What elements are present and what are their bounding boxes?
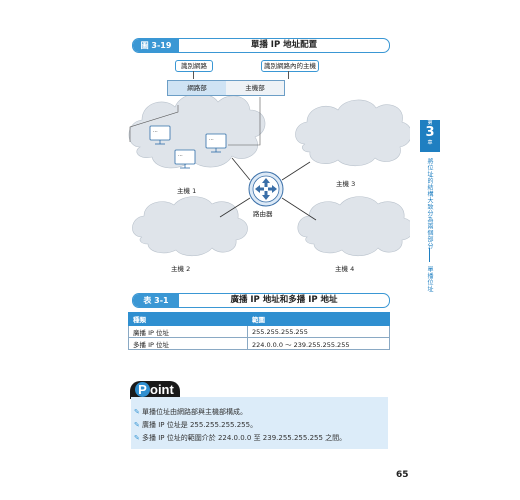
host1-label: 主機 1 xyxy=(177,187,197,195)
table-header-cell: 範圍 xyxy=(247,312,390,326)
link-host1 xyxy=(231,157,251,181)
point-item-text: 單播位址由網路部與主機部構成。 xyxy=(142,408,247,416)
table-cell: 255.255.255.255 xyxy=(247,325,390,338)
host-part-pointer xyxy=(228,97,261,146)
network-part-bracket xyxy=(129,105,179,142)
callout-line xyxy=(288,71,289,79)
chapter-prefix: 第 xyxy=(427,120,433,126)
table-header-frame xyxy=(132,293,390,308)
monitor-text: ... xyxy=(178,152,183,158)
network-part-box: 網路部 xyxy=(167,80,227,96)
host3-label: 主機 3 xyxy=(336,180,356,188)
point-box xyxy=(131,397,388,449)
table-header-cell: 種類 xyxy=(128,312,248,326)
point-label-rest: oint xyxy=(150,382,174,397)
host-part-box: 主機部 xyxy=(226,80,285,96)
table-tag: 表 3-1 xyxy=(133,294,179,307)
monitor-icon xyxy=(205,133,227,153)
figure-header-frame xyxy=(132,38,390,53)
callout-network: 識別網路 xyxy=(175,60,213,72)
router-icon xyxy=(248,171,284,207)
chapter-suffix: 章 xyxy=(427,140,433,146)
figure-title: 單播 IP 地址配置 xyxy=(250,40,318,50)
point-item: ✎廣播 IP 位址是 255.255.255.255。 xyxy=(134,420,257,430)
link-host4 xyxy=(281,197,317,221)
monitor-text: ... xyxy=(153,128,158,134)
vertical-divider xyxy=(429,248,430,262)
point-item-text: 多播 IP 位址的範圍介於 224.0.0.0 至 239.255.255.25… xyxy=(142,434,347,442)
callout-host: 識別網路內的主機 xyxy=(261,60,319,72)
point-item: ✎單播位址由網路部與主機部構成。 xyxy=(134,407,247,417)
chapter-vertical-title: 將位址的結構大致分為兩個部分 xyxy=(426,158,433,249)
link-host2 xyxy=(219,197,251,218)
table-header-row: 種類 範圍 xyxy=(128,312,390,326)
point-label-initial: P xyxy=(135,382,150,397)
address-table: 種類 範圍 廣播 IP 位址 255.255.255.255 多播 IP 位址 … xyxy=(128,312,390,350)
pencil-icon: ✎ xyxy=(134,434,140,442)
table-row: 多播 IP 位址 224.0.0.0 ～ 239.255.255.255 xyxy=(128,337,390,350)
pencil-icon: ✎ xyxy=(134,408,140,416)
chapter-vertical-sub: 單播位址 xyxy=(426,266,433,292)
point-item: ✎多播 IP 位址的範圍介於 224.0.0.0 至 239.255.255.2… xyxy=(134,433,346,443)
cloud-host2 xyxy=(132,196,248,257)
monitor-icon xyxy=(149,125,171,145)
table-title: 廣播 IP 地址和多播 IP 地址 xyxy=(230,295,338,305)
chapter-number: 3 xyxy=(425,125,435,140)
cloud-host1 xyxy=(128,93,266,169)
callout-line xyxy=(193,71,194,79)
link-host3 xyxy=(281,161,311,181)
cloud-host3 xyxy=(295,99,410,167)
host4-label: 主機 4 xyxy=(335,265,355,273)
page-number: 65 xyxy=(396,470,409,480)
table-cell: 廣播 IP 位址 xyxy=(128,325,248,338)
point-item-text: 廣播 IP 位址是 255.255.255.255。 xyxy=(142,421,258,429)
host2-label: 主機 2 xyxy=(171,265,191,273)
table-cell: 224.0.0.0 ～ 239.255.255.255 xyxy=(247,337,390,350)
router-label: 路由器 xyxy=(253,210,273,218)
cloud-host4 xyxy=(297,196,410,257)
pencil-icon: ✎ xyxy=(134,421,140,429)
figure-tag: 圖 3-19 xyxy=(133,39,179,52)
table-cell: 多播 IP 位址 xyxy=(128,337,248,350)
network-diagram xyxy=(128,93,410,257)
monitor-icon xyxy=(174,149,196,169)
table-row: 廣播 IP 位址 255.255.255.255 xyxy=(128,325,390,338)
chapter-tab: 第 3 章 xyxy=(420,120,440,152)
monitor-text: ... xyxy=(209,136,214,142)
